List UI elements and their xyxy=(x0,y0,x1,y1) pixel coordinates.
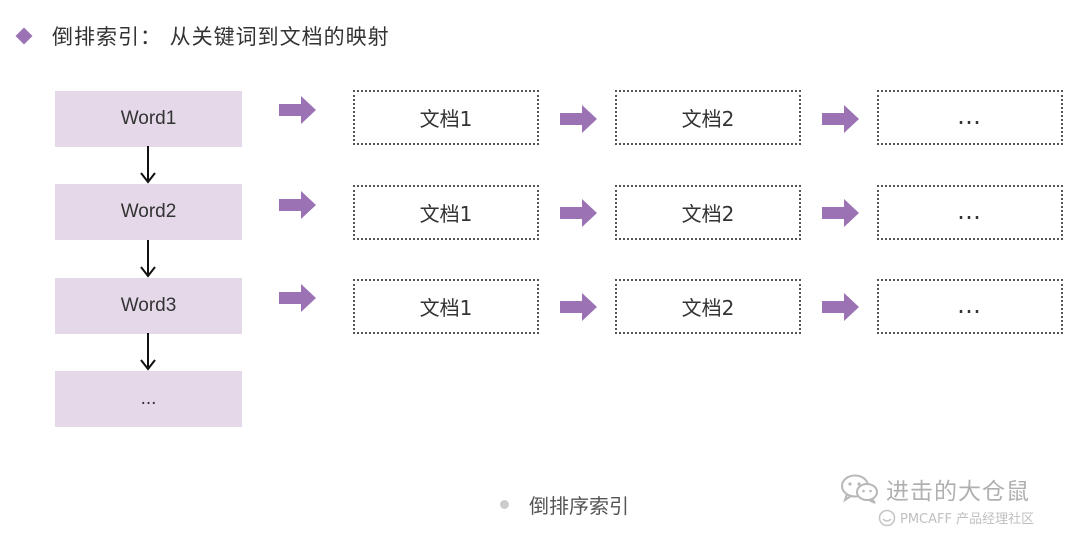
diagram-title: 倒排索引： 从关键词到文档的映射 xyxy=(52,25,390,49)
word-box-1: Word1 xyxy=(55,91,242,147)
watermark: 进击的大仓鼠 PMCAFF 产品经理社区 xyxy=(840,472,1072,532)
right-arrow-icon xyxy=(560,199,597,227)
doc-box: 文档2 xyxy=(615,185,801,240)
right-arrow-icon xyxy=(279,96,316,124)
doc-box: 文档1 xyxy=(353,185,539,240)
wechat-logo-icon xyxy=(841,474,878,504)
doc-box: 文档2 xyxy=(615,90,801,145)
right-arrow-icon xyxy=(279,284,316,312)
doc-box: 文档1 xyxy=(353,90,539,145)
word-box-more: ... xyxy=(55,371,242,427)
pmcaff-logo-icon xyxy=(878,509,896,526)
down-arrow-icon xyxy=(140,146,156,184)
word-box-2: Word2 xyxy=(55,184,242,240)
right-arrow-icon xyxy=(560,105,597,133)
diamond-bullet-icon xyxy=(15,27,33,45)
diagram-caption-row: 倒排序索引 xyxy=(500,488,629,520)
word-box-3: Word3 xyxy=(55,278,242,334)
watermark-subtitle: PMCAFF 产品经理社区 xyxy=(900,512,1035,527)
doc-box: 文档2 xyxy=(615,279,801,334)
doc-box-more: … xyxy=(877,279,1063,334)
doc-box-more: … xyxy=(877,185,1063,240)
right-arrow-icon xyxy=(822,199,859,227)
watermark-account-name: 进击的大仓鼠 xyxy=(886,479,1030,505)
right-arrow-icon xyxy=(279,191,316,219)
diagram-caption: 倒排序索引 xyxy=(529,493,629,518)
diagram-title-row: 倒排索引： 从关键词到文档的映射 xyxy=(15,20,390,52)
right-arrow-icon xyxy=(822,105,859,133)
down-arrow-icon xyxy=(140,333,156,371)
caption-bullet-icon xyxy=(500,499,509,509)
right-arrow-icon xyxy=(560,293,597,321)
down-arrow-icon xyxy=(140,240,156,278)
right-arrow-icon xyxy=(822,293,859,321)
doc-box-more: … xyxy=(877,90,1063,145)
doc-box: 文档1 xyxy=(353,279,539,334)
